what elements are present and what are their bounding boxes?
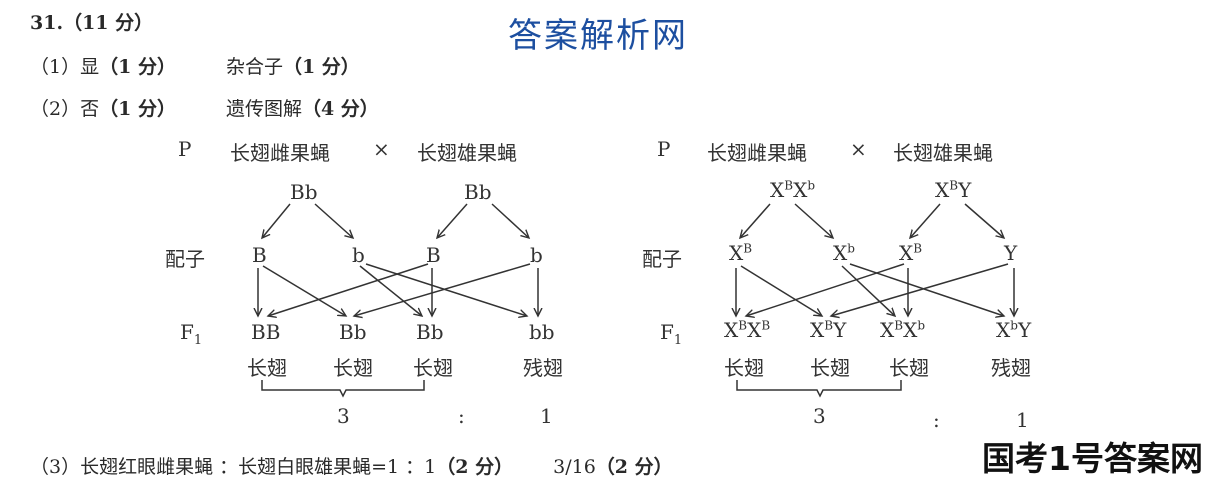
right-phenotype-3: 长翅 [889,356,929,380]
part3-score-1: （2 分） [436,456,514,478]
part2-number: （2） [30,98,81,120]
arrow-l-p1-g1 [262,203,291,238]
right-ratio-brace [736,380,902,398]
part2-score-b: （4 分） [301,98,379,120]
left-phenotype-2: 长翅 [333,356,373,380]
part3-ratio: 3/16 [553,456,596,478]
arrow-r-g2-o3 [841,265,895,316]
right-male-genotype: XBY [935,178,972,202]
left-offspring-1: BB [251,320,281,344]
right-ratio-a: 3 [813,404,826,428]
right-parent-male: 长翅雄果蝇 [893,141,993,165]
part1-score-b: （1 分） [282,56,360,78]
left-parent-female: 长翅雌果蝇 [230,141,330,165]
watermark-bottom: 国考1号答案网 [982,439,1203,478]
arrow-r-g4-o2 [831,263,1009,316]
left-female-genotype: Bb [290,180,318,204]
right-gamete-label: 配子 [642,247,682,271]
part3-score-2: （2 分） [595,456,673,478]
part2-score-a: （1 分） [99,98,176,120]
left-p-label: P [178,137,192,161]
right-offspring-1: XBXB [724,318,771,342]
arrow-l-p2-g4 [491,203,529,238]
left-gamete-2: b [352,243,365,267]
question-header: 31.（11 分） [30,8,153,35]
left-ratio-a: 3 [337,404,350,428]
right-offspring-2: XBY [810,318,847,342]
right-offspring-3: XBXb [880,318,926,342]
right-ratio-colon: : [933,408,940,432]
arrow-r-g1-o2 [740,265,822,316]
left-ratio-colon: : [458,404,465,428]
part1-score-a: （1 分） [99,56,176,78]
part2-line: （2）否（1 分） 遗传图解（4 分） [30,94,379,121]
left-phenotype-1: 长翅 [247,356,287,380]
right-gamete-2: Xb [833,241,855,265]
left-f1-label: F1 [180,320,203,348]
part1-number: （1） [30,56,81,78]
part2-answer-a: 否 [80,98,100,120]
left-parent-male: 长翅雄果蝇 [417,141,517,165]
part1-line: （1）显（1 分）杂合子（1 分） [30,52,360,79]
arrow-l-p2-g3 [437,203,468,238]
left-ratio-brace [261,380,425,398]
right-p-label: P [657,137,671,161]
arrow-l-g1-o2 [262,265,346,316]
part1-answer-a: 显 [80,56,100,78]
right-phenotype-1: 长翅 [724,356,764,380]
arrow-r-p1-g2 [794,203,833,238]
arrow-l-g3-o1 [268,263,429,316]
right-parent-female: 长翅雌果蝇 [707,141,807,165]
question-number: 31. [30,12,64,34]
arrow-r-g3-o1 [746,263,905,316]
part3-answer: 长翅红眼雌果蝇 ：长翅白眼雄果蝇=1 ：1 [80,456,437,478]
left-cross-sign: × [373,137,390,161]
arrow-l-p1-g2 [314,203,353,238]
right-offspring-4: XbY [996,318,1032,342]
arrow-l-g4-o2 [354,263,531,316]
right-gamete-4: Y [1004,241,1018,265]
left-gamete-label: 配子 [165,247,205,271]
part2-answer-b: 遗传图解 [225,98,302,120]
arrow-l-g2-o4 [365,263,527,316]
right-gamete-1: XB [729,241,753,265]
left-offspring-2: Bb [339,320,367,344]
right-gamete-3: XB [899,241,923,265]
left-offspring-4: bb [529,320,555,344]
right-phenotype-2: 长翅 [810,356,850,380]
part3-number: （3） [30,456,81,478]
right-cross-sign: × [850,137,867,161]
left-gamete-4: b [530,243,543,267]
right-ratio-b: 1 [1016,408,1029,432]
arrow-r-p2-g3 [910,203,941,238]
part1-answer-b: 杂合子 [225,56,283,78]
left-male-genotype: Bb [464,180,492,204]
right-phenotype-4: 残翅 [991,356,1031,380]
left-ratio-b: 1 [540,404,553,428]
watermark-top: 答案解析网 [508,16,688,56]
question-score: （11 分） [63,12,154,34]
left-gamete-1: B [252,243,267,267]
right-female-genotype: XBXb [770,178,816,202]
left-phenotype-3: 长翅 [413,356,453,380]
arrow-l-g2-o3 [359,265,422,316]
left-gamete-3: B [426,243,441,267]
arrow-r-p1-g1 [740,203,771,238]
right-f1-label: F1 [660,320,683,348]
arrow-r-p2-g4 [964,203,1004,238]
left-offspring-3: Bb [416,320,444,344]
left-phenotype-4: 残翅 [523,356,563,380]
part3-line: （3）长翅红眼雌果蝇 ：长翅白眼雄果蝇=1 ：1（2 分）3/16（2 分） [30,452,673,479]
